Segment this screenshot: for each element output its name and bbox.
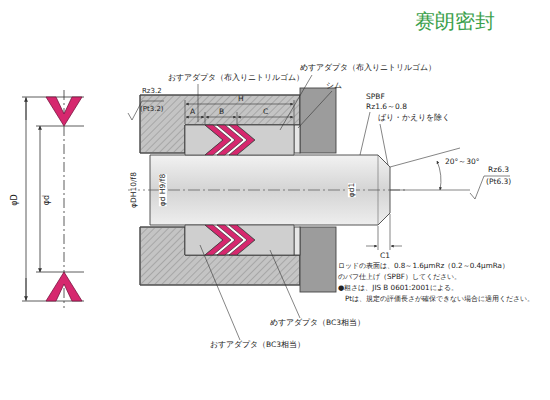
drawing-polygon	[237, 125, 294, 155]
drawing-line	[237, 112, 238, 124]
drawing-polygon	[237, 225, 294, 255]
drawing-polyline	[280, 75, 312, 130]
roughness-mark: (Pt6.3)	[486, 178, 511, 186]
part-name: おすアダプタ（布入りニトリルゴム）	[168, 74, 304, 82]
drawing-rect	[294, 125, 300, 153]
drawing-line	[238, 117, 293, 118]
drawing-line	[186, 117, 204, 118]
drawing-line	[205, 112, 206, 124]
drawing-line	[26, 278, 27, 300]
drawing-polyline	[298, 91, 332, 128]
part-name: めすアダプタ（布入りニトリルゴム）	[300, 64, 436, 72]
finish-code: SPBF	[366, 93, 385, 101]
drawing-line	[26, 97, 27, 301]
drawing-rect	[300, 88, 336, 153]
drawing-rect	[294, 227, 300, 255]
drawing-polyline	[200, 245, 240, 340]
drawing-g	[185, 125, 294, 255]
diameter-label: φd1	[348, 183, 356, 197]
roughness-mark: Rz3.2	[142, 88, 162, 96]
drawing-line	[206, 117, 236, 118]
dimension-letter: B	[219, 108, 224, 116]
drawing-line	[366, 246, 377, 247]
drawing-line	[186, 104, 293, 105]
drawing-polyline	[128, 101, 164, 120]
drawing-polyline	[360, 112, 370, 155]
drawing-polyline	[198, 84, 199, 122]
drawing-line	[390, 190, 470, 191]
diameter-label: φDH10/f8	[130, 172, 138, 208]
drawing-line	[40, 126, 41, 272]
drawing-line	[390, 214, 391, 250]
note: Ptは、規定の評価長さが確保できない場合に適用ください。	[345, 295, 534, 303]
drawing-line	[36, 272, 84, 273]
note: ●粗さは、JIS B 0601:2001による。	[338, 284, 458, 292]
drawing-line	[378, 226, 379, 250]
diameter-label: φd	[43, 195, 52, 205]
drawing-g	[22, 90, 84, 308]
note: ばり・かえりを除く	[378, 114, 450, 122]
drawing-line	[294, 100, 295, 124]
drawing-path	[437, 161, 441, 190]
diameter-label: φD	[11, 194, 20, 205]
part-name: めすアダプタ（BC3相当）	[270, 319, 365, 327]
chamfer-label: C1	[380, 252, 390, 260]
drawing-polyline	[380, 124, 388, 165]
drawing-polygon	[46, 97, 82, 126]
drawing-line	[185, 100, 186, 124]
drawing-polygon	[46, 272, 82, 301]
drawing-line	[128, 190, 405, 191]
dimension-letter: A	[190, 108, 195, 116]
angle-dimension: 20°～30°	[445, 158, 480, 166]
dimension-letter: H	[238, 95, 244, 103]
drawing-line	[391, 246, 402, 247]
drawing-line	[26, 98, 27, 120]
note: ロッドの表面は、0.8～1.6μmRz（0.2～0.4μmRa）	[338, 262, 509, 270]
drawing-polyline	[270, 250, 300, 318]
roughness-mark: (Pt3.2)	[140, 106, 164, 114]
drawing-rect	[300, 227, 336, 292]
watermark: 赛朗密封	[415, 10, 495, 32]
diameter-label: φd H9/f8	[159, 174, 167, 206]
part-name: シム	[326, 82, 342, 90]
note: のバフ仕上げ（SPBF）してください。	[338, 273, 461, 281]
drawing-line	[36, 126, 84, 127]
roughness-mark: Rz1.6～0.8	[366, 103, 407, 111]
dimension-letter: C	[263, 108, 268, 116]
roughness-mark: Rz6.3	[488, 166, 509, 174]
part-name: おすアダプタ（BC3相当）	[210, 341, 305, 349]
